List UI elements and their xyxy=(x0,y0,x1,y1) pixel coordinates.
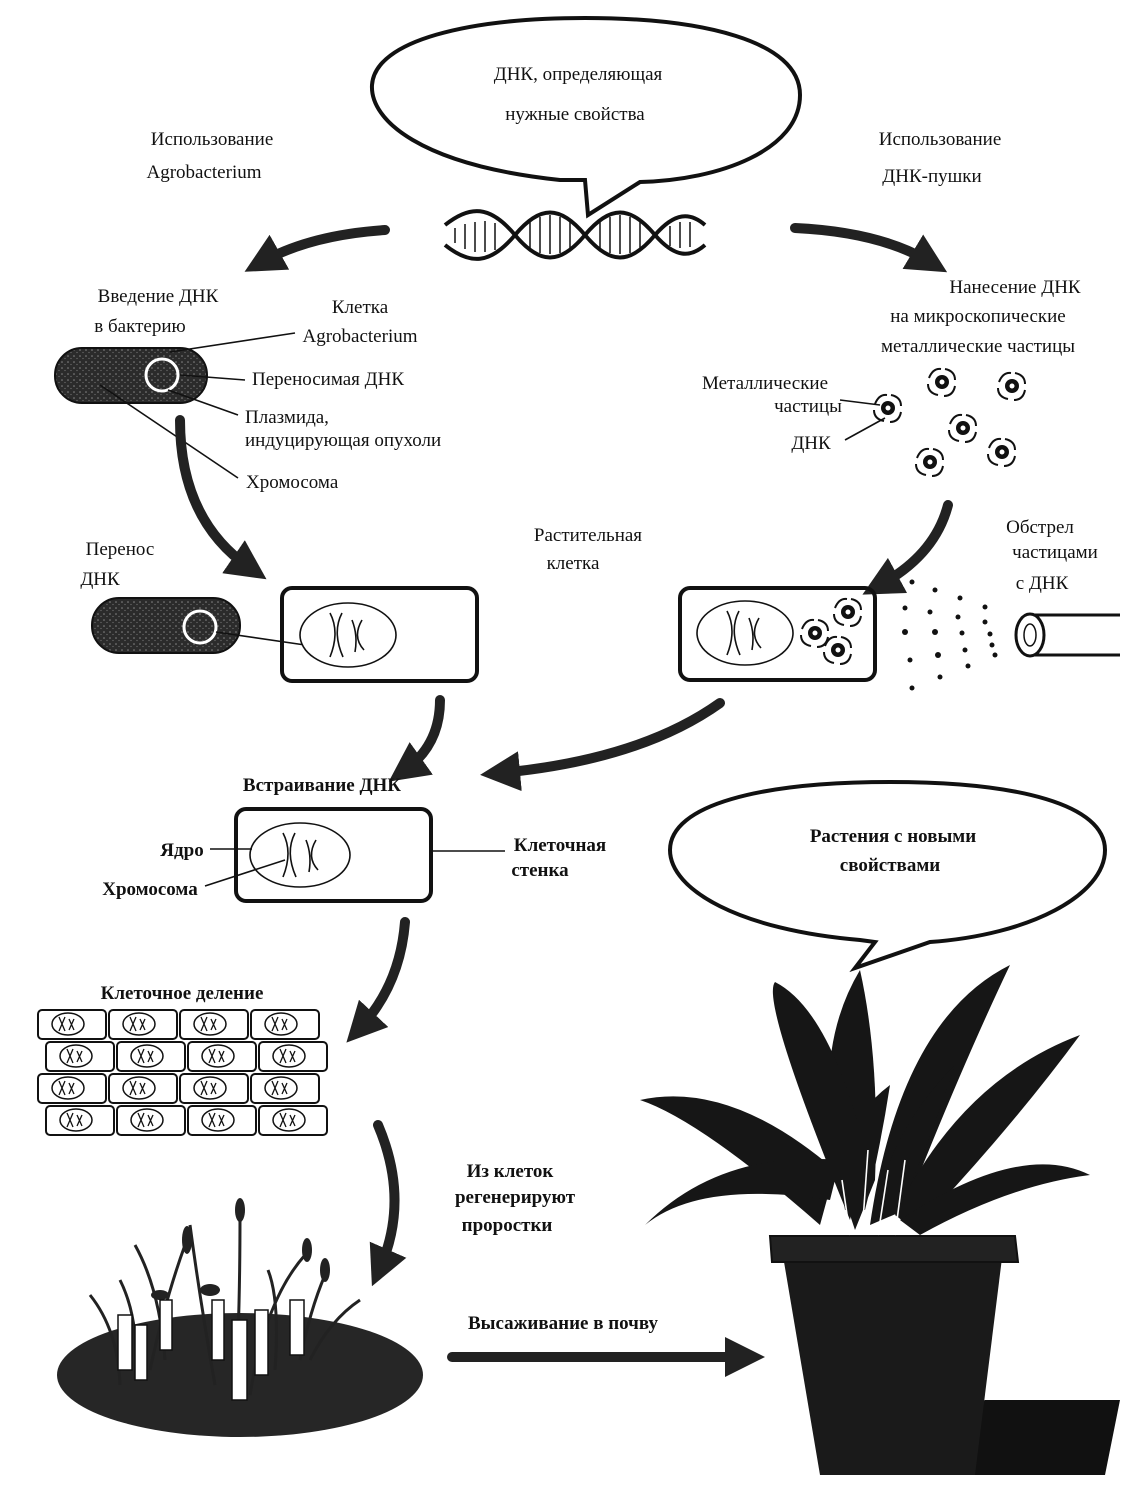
arrow-to-transfer xyxy=(175,415,267,580)
dividing-cell xyxy=(258,1105,328,1136)
agrobacterium-cell xyxy=(54,347,208,404)
integration-nucleus: Ядро xyxy=(160,840,203,861)
dividing-cell xyxy=(116,1041,186,1072)
dividing-cell xyxy=(179,1009,249,1040)
plant-cell-line-2: клетка xyxy=(547,553,600,574)
bombard-line-3: с ДНК xyxy=(1016,573,1069,594)
particles-dna: ДНК xyxy=(791,433,831,454)
coating-line-3: металлические частицы xyxy=(881,336,1075,357)
planting-label: Высаживание в почву xyxy=(468,1313,659,1334)
dividing-cell xyxy=(116,1105,186,1136)
label-plasmid-line-1: Плазмида, xyxy=(245,407,329,428)
particle-spray xyxy=(902,579,998,691)
left-method-line-2: Agrobacterium xyxy=(146,162,261,183)
arrow-left-to-integration xyxy=(388,695,445,782)
plant-cell-line-1: Растительная xyxy=(534,525,642,546)
seedlings-dish xyxy=(57,1198,423,1437)
label-cell: Клетка xyxy=(332,297,389,318)
dividing-cell xyxy=(108,1073,178,1104)
bombard-line-1: Обстрел xyxy=(1006,517,1074,538)
arrow-to-agrobacterium xyxy=(244,225,390,272)
dividing-cell xyxy=(37,1073,107,1104)
integration-wall-line-1: Клеточная xyxy=(514,835,606,856)
arrow-right-to-integration xyxy=(480,698,725,792)
integration-cell xyxy=(234,807,433,903)
label-plasmid-line-2: индуцирующая опухоли xyxy=(245,430,441,451)
dividing-cell xyxy=(45,1105,115,1136)
dividing-cell xyxy=(250,1009,320,1040)
potted-plant xyxy=(640,965,1120,1475)
integration-wall-line-2: стенка xyxy=(511,860,569,881)
coating-line-2: на микроскопические xyxy=(890,306,1066,327)
right-method-line-1: Использование xyxy=(879,129,1002,150)
integration-chromosome: Хромосома xyxy=(102,879,198,900)
arrow-to-gene-gun xyxy=(790,223,948,273)
transfer-line-2: ДНК xyxy=(80,569,120,590)
cell-division-grid xyxy=(37,1009,328,1136)
regeneration-line-2: регенерируют xyxy=(455,1187,576,1208)
bubble-line-1: ДНК, определяющая xyxy=(494,64,663,85)
regeneration-line-3: проростки xyxy=(462,1215,553,1236)
label-chromosome: Хромосома xyxy=(246,472,339,493)
dna-coated-particles xyxy=(873,367,1026,477)
bacterium-intro-line-2: в бактерию xyxy=(94,316,185,337)
arrow-to-regeneration xyxy=(369,1120,407,1287)
dividing-cell xyxy=(179,1073,249,1104)
bombard-line-2: частицами xyxy=(1012,542,1098,563)
bacterium-transfer xyxy=(91,597,306,654)
coating-line-1: Нанесение ДНК xyxy=(949,277,1081,298)
label-transferred-dna: Переносимая ДНК xyxy=(252,369,404,390)
label-agrobacterium: Agrobacterium xyxy=(302,326,417,347)
plant-cell-right xyxy=(678,586,877,682)
plant-cell-left xyxy=(280,586,479,683)
integration-leader-lines xyxy=(204,848,505,887)
left-method-line-1: Использование xyxy=(151,129,274,150)
arrow-to-bombard xyxy=(862,500,953,595)
particle-leader-lines xyxy=(839,399,886,441)
gene-gun-icon xyxy=(1014,612,1120,658)
transfer-line-1: Перенос xyxy=(86,539,155,560)
result-bubble: Растения с новыми свойствами xyxy=(667,779,1108,973)
right-method-line-2: ДНК-пушки xyxy=(882,166,981,187)
dividing-cell xyxy=(187,1041,257,1072)
dividing-cell xyxy=(37,1009,107,1040)
arrow-to-division xyxy=(346,917,410,1043)
result-line-2: свойствами xyxy=(840,855,940,876)
dividing-cell xyxy=(187,1105,257,1136)
integration-title: Встраивание ДНК xyxy=(243,775,401,796)
dividing-cell xyxy=(108,1009,178,1040)
dividing-cell xyxy=(258,1041,328,1072)
division-title: Клеточное деление xyxy=(101,983,264,1004)
dividing-cell xyxy=(45,1041,115,1072)
bacterium-leader-lines xyxy=(99,332,296,479)
particles-metal-line-2: частицы xyxy=(774,396,842,417)
dna-properties-bubble: ДНК, определяющая нужные свойства xyxy=(369,15,803,219)
result-line-1: Растения с новыми xyxy=(810,826,976,847)
regeneration-line-1: Из клеток xyxy=(467,1161,554,1182)
bubble-line-2: нужные свойства xyxy=(505,104,645,125)
particles-metal-line-1: Металлические xyxy=(702,373,828,394)
bacterium-intro-line-1: Введение ДНК xyxy=(98,286,219,307)
dividing-cell xyxy=(250,1073,320,1104)
dna-helix-icon xyxy=(443,209,707,261)
